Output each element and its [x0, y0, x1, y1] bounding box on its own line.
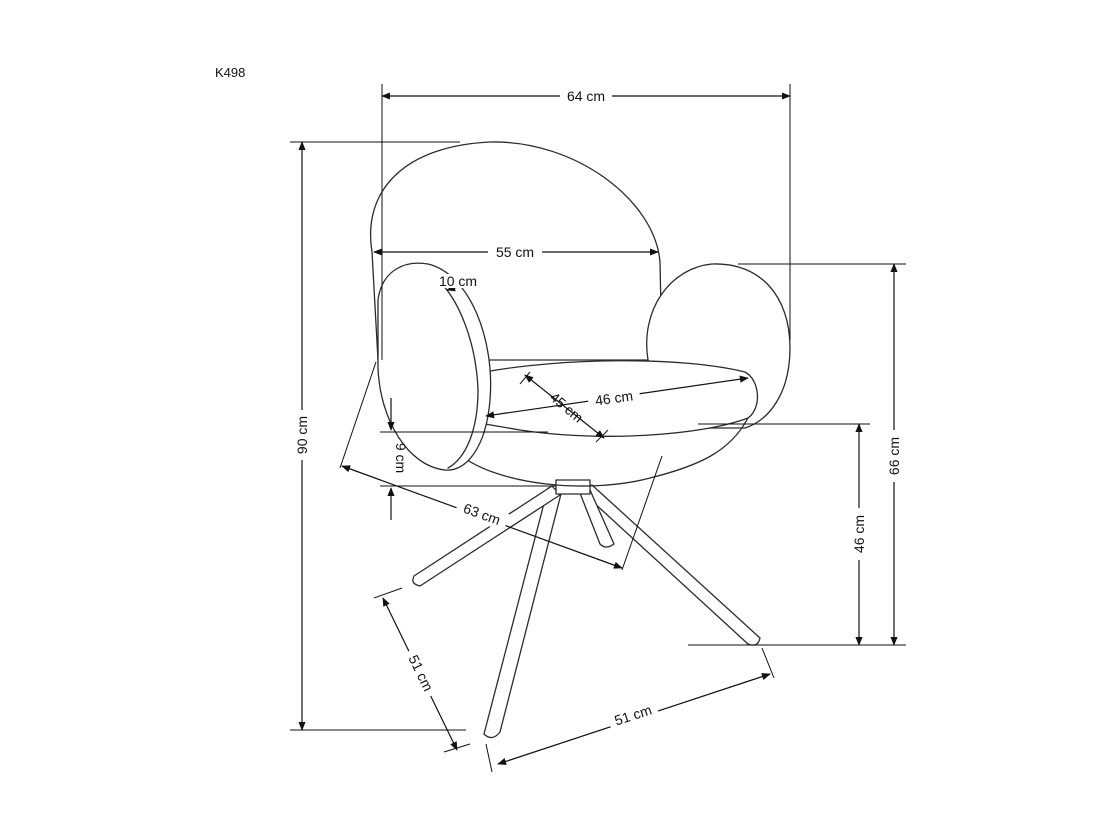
- dim-seat-thickness-label: 9 cm: [393, 443, 409, 473]
- chair-drawing: [370, 141, 791, 739]
- dim-armrest-height: 66 cm: [688, 263, 906, 646]
- dim-seat-height-label: 46 cm: [851, 515, 867, 553]
- dim-armrest-width: 10 cm: [436, 273, 480, 292]
- dim-diagonal-width: 63 cm: [339, 361, 663, 571]
- swivel-mount: [555, 479, 591, 495]
- chair-legs: [412, 479, 761, 739]
- product-code: K498: [215, 65, 245, 80]
- dim-base-width: 51 cm: [485, 647, 775, 773]
- dim-base-depth-label: 51 cm: [405, 652, 436, 693]
- left-armrest-inner-edge: [439, 281, 479, 469]
- dim-backrest-width-label: 55 cm: [496, 244, 534, 260]
- leg-right: [579, 484, 761, 646]
- dim-total-width: 64 cm: [381, 84, 791, 360]
- dim-total-height-label: 90 cm: [294, 416, 310, 454]
- dim-total-width-label: 64 cm: [567, 88, 605, 104]
- dim-seat-height: 46 cm: [698, 423, 870, 646]
- dim-base-depth: 51 cm: [373, 587, 471, 753]
- dim-diagonal-width-label: 63 cm: [461, 500, 502, 528]
- dimension-lines: 64 cm 55 cm 10 cm 46 cm 45 cm: [290, 84, 906, 773]
- dim-total-height: 90 cm: [290, 141, 466, 731]
- dim-armrest-width-label: 10 cm: [439, 273, 477, 289]
- dim-backrest-width: 55 cm: [373, 243, 659, 261]
- dim-armrest-height-label: 66 cm: [886, 437, 902, 475]
